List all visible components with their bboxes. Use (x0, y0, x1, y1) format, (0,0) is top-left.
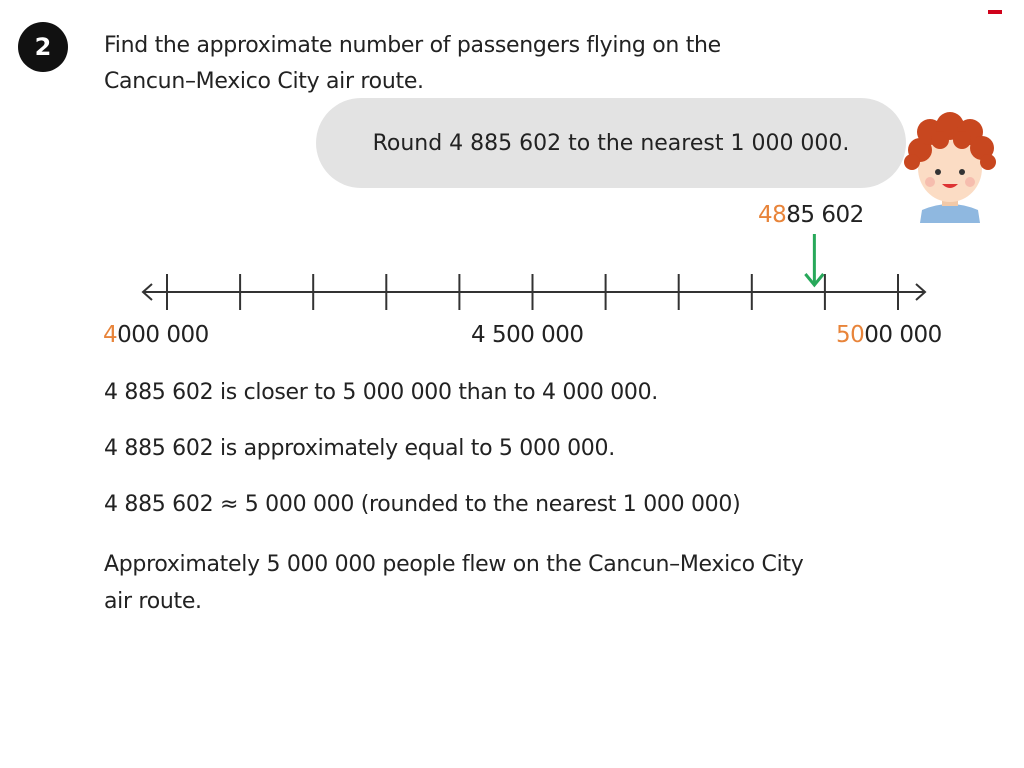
label-highlight: 4 (103, 322, 118, 348)
statement-2: 4 885 602 is approximately equal to 5 00… (104, 436, 615, 461)
label-4500000: 4 500 000 (471, 322, 584, 348)
question-line-1: Find the approximate number of passenger… (104, 33, 721, 58)
green-marker-arrow-icon (804, 234, 825, 288)
conclusion: Approximately 5 000 000 people flew on t… (104, 546, 804, 620)
marker-value-highlight: 48 (758, 202, 787, 228)
right-arrowhead (915, 283, 927, 301)
label-rest: 00 000 (864, 322, 942, 348)
speech-bubble-text: Round 4 885 602 to the nearest 1 000 000… (372, 130, 850, 156)
number-line (141, 234, 927, 310)
statement-1: 4 885 602 is closer to 5 000 000 than to… (104, 380, 658, 405)
question-number-badge: 2 (18, 22, 68, 72)
marker-value-label: 4885 602 (758, 202, 864, 228)
marker-value-rest: 85 602 (786, 202, 864, 228)
question-text: Find the approximate number of passenger… (104, 28, 864, 100)
label-4000000: 4000 000 (103, 322, 209, 348)
boy-character-illustration (904, 112, 996, 223)
question-line-2: Cancun–Mexico City air route. (104, 69, 424, 94)
label-rest: 000 000 (117, 322, 209, 348)
label-5000000: 5000 000 (836, 322, 942, 348)
conclusion-line-1: Approximately 5 000 000 people flew on t… (104, 552, 804, 577)
statement-3: 4 885 602 ≈ 5 000 000 (rounded to the ne… (104, 492, 741, 517)
conclusion-line-2: air route. (104, 589, 202, 614)
left-arrowhead (141, 283, 153, 301)
red-indicator (988, 10, 1002, 14)
label-highlight: 50 (836, 322, 865, 348)
speech-bubble: Round 4 885 602 to the nearest 1 000 000… (316, 98, 906, 188)
